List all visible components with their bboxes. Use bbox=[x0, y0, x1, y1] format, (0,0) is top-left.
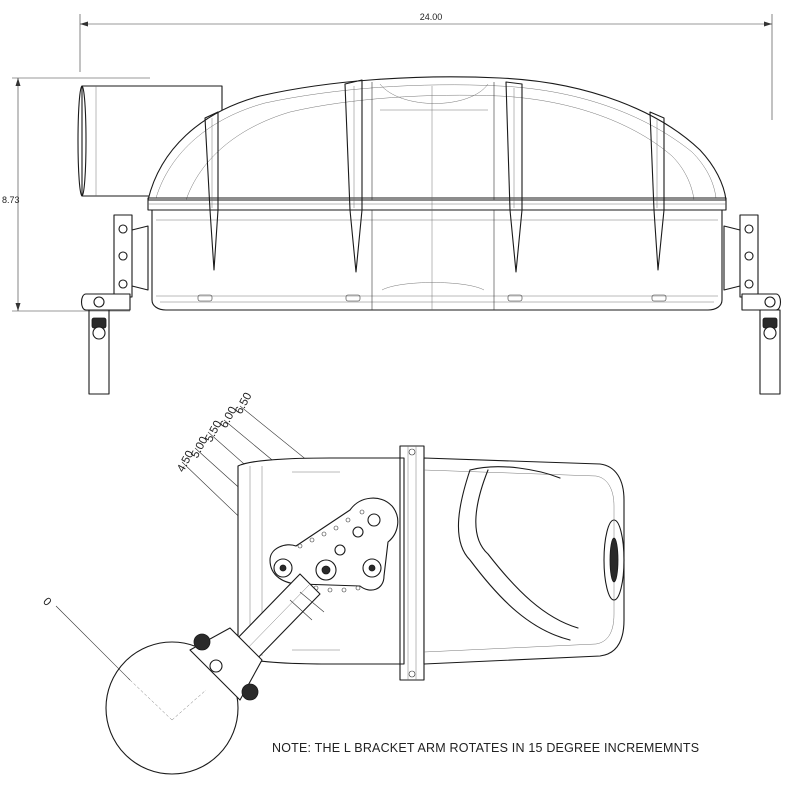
housing-ribs bbox=[204, 79, 665, 273]
airbox-housing bbox=[147, 76, 727, 311]
rotation-note: NOTE: THE L BRACKET ARM ROTATES IN 15 DE… bbox=[272, 741, 699, 755]
angle-labels: 0 4.50 5.00 5.50 6.00 6.50 bbox=[40, 391, 254, 609]
angle-label-0: 0 bbox=[40, 596, 53, 609]
height-dimension-label: 8.73 bbox=[2, 195, 20, 205]
right-l-bracket bbox=[723, 214, 782, 395]
side-rotation-view: 0 4.50 5.00 5.50 6.00 6.50 bbox=[40, 391, 625, 775]
mount-clamp bbox=[105, 627, 263, 775]
left-l-bracket bbox=[80, 214, 149, 395]
housing-mount-slots bbox=[197, 294, 667, 302]
angle-label-6-50: 6.50 bbox=[233, 391, 254, 416]
height-dimension: 8.73 bbox=[2, 77, 150, 312]
width-dimension-label: 24.00 bbox=[420, 12, 443, 22]
rotation-plate bbox=[269, 497, 399, 593]
front-elevation-view: 24.00 8.73 bbox=[2, 12, 782, 395]
width-dimension: 24.00 bbox=[79, 12, 773, 120]
